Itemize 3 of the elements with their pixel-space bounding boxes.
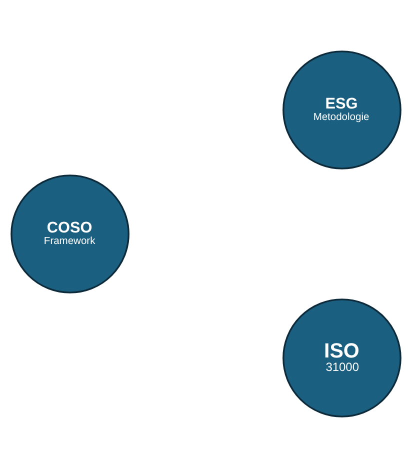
node-circle: ISO 31000: [282, 298, 402, 418]
node-circle: COSO Framework: [10, 174, 130, 294]
node-circle: ESG Metodologie: [282, 50, 402, 170]
